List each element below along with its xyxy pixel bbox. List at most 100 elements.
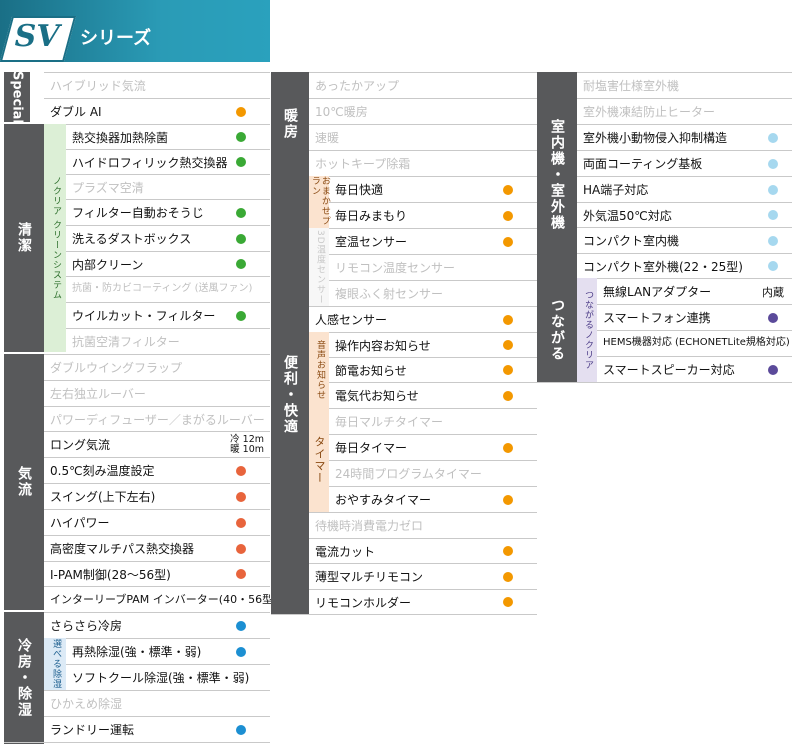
feature-ipam: I-PAM制御(28〜56型) <box>44 561 270 586</box>
series-title: シリーズ <box>80 28 152 49</box>
feature-ha-terminal: HA端子対応 <box>577 176 792 202</box>
red-dot-icon <box>236 517 246 528</box>
feature-outdoor-freeze-heater: 室外機凍結防止ヒーター <box>577 98 792 124</box>
orange-dot-icon <box>236 106 246 117</box>
feature-half-degree-setting: 0.5℃刻み温度設定 <box>44 457 270 483</box>
red-dot-icon <box>236 491 246 502</box>
orange-dot-icon <box>503 546 513 556</box>
feature-smartphone-link: スマートフォン連携 <box>597 304 792 330</box>
green-dot-icon <box>236 207 246 218</box>
wireless-lan-value: 内蔵 <box>762 285 784 299</box>
lightblue-dot-icon <box>768 158 778 169</box>
feature-hybrid-airflow: ハイブリッド気流 <box>44 72 270 98</box>
feature-interleave-pam: インターリーブPAM インバーター(40・56型) <box>44 586 277 612</box>
feature-thin-remote: 薄型マルチリモコン <box>309 563 537 589</box>
feature-wireless-lan: 無線LANアダプター内蔵 <box>597 278 792 304</box>
green-dot-icon <box>236 310 246 321</box>
feature-24h-program-timer: 24時間プログラムタイマー <box>329 460 537 486</box>
orange-dot-icon <box>503 597 513 607</box>
feature-daily-comfort: 毎日快適 <box>329 176 537 202</box>
feature-operation-notice: 操作内容お知らせ <box>329 332 537 357</box>
lightblue-dot-icon <box>768 184 778 195</box>
blue-dot-icon <box>236 646 246 657</box>
group-connected: つながる <box>537 278 577 382</box>
orange-dot-icon <box>503 340 513 350</box>
red-dot-icon <box>236 569 246 579</box>
orange-dot-icon <box>503 442 513 453</box>
spec-heat: 暖 10m <box>230 443 264 455</box>
feature-zero-standby: 待機時消費電力ゼロ <box>309 512 537 538</box>
feature-hems: HEMS機器対応 (ECHONETLite規格対応) <box>597 330 792 356</box>
group-cooling-dehumidify: 冷房・除湿 <box>4 612 44 744</box>
purple-dot-icon <box>768 364 778 375</box>
feature-current-cut: 電流カット <box>309 538 537 563</box>
subgroup-noclear-clean-system: ノクリア クリーンシステム <box>44 124 66 352</box>
subgroup-3d-sensor: 3D温度センサー <box>309 228 329 306</box>
feature-smart-speaker: スマートスピーカー対応 <box>597 356 792 382</box>
feature-hydrophilic-exchanger: ハイドロフィリック熱交換器 <box>66 149 270 174</box>
feature-daily-watch: 毎日みまもり <box>329 202 537 228</box>
subgroup-omakase-plan: おまかせプラン <box>309 176 330 228</box>
green-dot-icon <box>236 259 246 269</box>
lightblue-dot-icon <box>768 132 778 143</box>
feature-reheat-dehumidify: 再熱除湿(強・標準・弱) <box>66 638 270 664</box>
feature-daily-multi-timer: 毎日マルチタイマー <box>329 408 537 434</box>
feature-power-diffuser: パワーディフューザー／まがるルーバー <box>44 406 270 431</box>
feature-viruscut-filter: ウイルカット・フィルター <box>66 302 270 328</box>
group-airflow: 気流 <box>4 354 44 610</box>
feature-filter-autoclean: フィルター自動おそうじ <box>66 199 270 225</box>
group-convenience: 便利・快適 <box>271 176 309 614</box>
feature-double-wing-flap: ダブルウイングフラップ <box>44 354 270 380</box>
subgroup-selectable-dehumidify: 選べる除湿 <box>44 638 66 690</box>
spec-cool: 冷 12m <box>230 433 264 445</box>
orange-dot-icon <box>503 184 513 195</box>
feature-sleep-timer: おやすみタイマー <box>329 486 537 512</box>
feature-50c-outdoor: 外気温50℃対応 <box>577 202 792 227</box>
purple-dot-icon <box>768 312 778 323</box>
blue-dot-icon <box>236 724 246 735</box>
feature-internal-clean: 内部クリーン <box>66 251 270 276</box>
orange-dot-icon <box>503 571 513 582</box>
col1-bottom-rule <box>4 742 270 743</box>
feature-remote-holder: リモコンホルダー <box>309 589 537 614</box>
feature-smooth-cooling: さらさら冷房 <box>44 612 270 638</box>
orange-dot-icon <box>503 494 513 505</box>
feature-fast-heat: 速暖 <box>309 124 537 150</box>
subgroup-voice-notice: 音声お知らせ <box>309 332 329 408</box>
series-banner: SV シリーズ <box>0 0 270 62</box>
feature-power-save-notice: 節電お知らせ <box>329 357 537 382</box>
lightblue-dot-icon <box>768 210 778 220</box>
orange-dot-icon <box>503 236 513 247</box>
orange-dot-icon <box>503 314 513 325</box>
green-dot-icon <box>236 233 246 244</box>
feature-remote-temp-sensor: リモコン温度センサー <box>329 254 537 280</box>
feature-electricity-cost-notice: 電気代お知らせ <box>329 382 537 408</box>
feature-antibacterial-filter: 抗菌空清フィルター <box>66 328 270 354</box>
col2-bottom-rule <box>271 614 537 615</box>
lightblue-dot-icon <box>768 261 778 271</box>
red-dot-icon <box>236 465 246 476</box>
feature-multipass-exchanger: 高密度マルチパス熱交換器 <box>44 535 270 561</box>
feature-hotkeep-defrost: ホットキープ除霜 <box>309 150 537 176</box>
feature-lr-louver: 左右独立ルーバー <box>44 380 270 406</box>
feature-salt-resistant-outdoor: 耐塩害仕様室外機 <box>577 72 792 98</box>
lightblue-dot-icon <box>768 235 778 246</box>
feature-compound-eye-sensor: 複眼ふく射センサー <box>329 280 537 306</box>
blue-dot-icon <box>236 620 246 631</box>
feature-swing: スイング(上下左右) <box>44 483 270 509</box>
feature-compact-outdoor: コンパクト室外機(22・25型) <box>577 253 792 278</box>
feature-antibacterial-coating: 抗菌・防カビコーティング (送風ファン) <box>66 276 270 302</box>
subgroup-connected-noclear: つながるノクリア <box>577 278 597 382</box>
feature-heat-exchanger-sterilize: 熱交換器加熱除菌 <box>66 124 270 149</box>
feature-high-power: ハイパワー <box>44 509 270 535</box>
orange-dot-icon <box>503 210 513 221</box>
red-dot-icon <box>236 543 246 554</box>
orange-dot-icon <box>503 365 513 375</box>
feature-plasma: プラズマ空清 <box>66 174 270 199</box>
sv-logo: SV <box>0 16 77 62</box>
feature-small-animal-guard: 室外機小動物侵入抑制構造 <box>577 124 792 150</box>
feature-modest-dehumidify: ひかえめ除湿 <box>44 690 270 716</box>
feature-compact-indoor: コンパクト室内機 <box>577 227 792 253</box>
feature-double-coated-board: 両面コーティング基板 <box>577 150 792 176</box>
